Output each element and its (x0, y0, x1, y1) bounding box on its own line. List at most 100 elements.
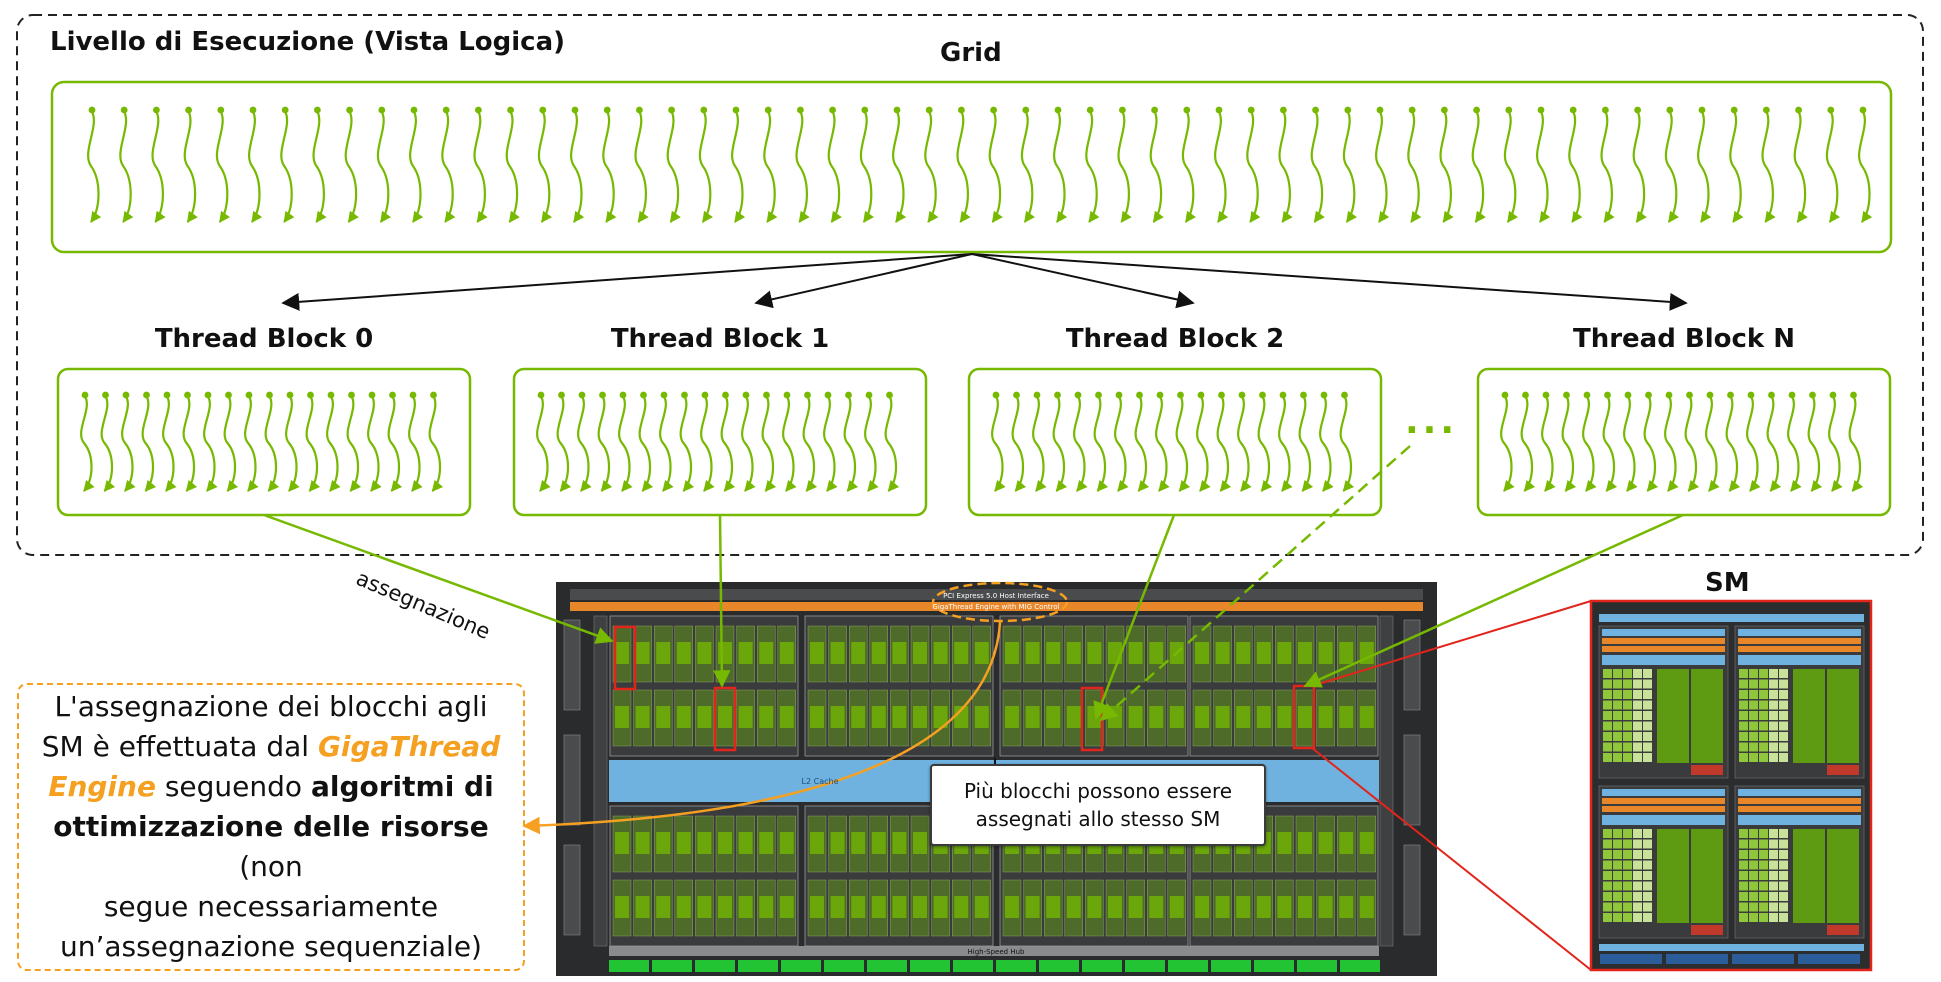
tensor-core (1827, 669, 1859, 763)
thread-arrow (367, 394, 382, 492)
thread-arrow (1761, 109, 1776, 223)
thread-arrow (1684, 394, 1700, 492)
thread-head (314, 106, 321, 114)
register-file-bar (1738, 655, 1861, 665)
sm-core-area (1277, 642, 1292, 664)
cuda-core (1623, 829, 1632, 838)
cuda-core (1623, 700, 1632, 710)
thread-arrow (1632, 109, 1647, 223)
cuda-core (1759, 742, 1768, 752)
thread-arrow (1073, 394, 1088, 492)
sm-core-area (1169, 706, 1184, 728)
sm-core-area (871, 706, 886, 728)
thread-arrow (843, 394, 859, 492)
thread-arrow (376, 109, 392, 223)
arrow-to-block-n (971, 253, 1688, 311)
nvlink-port (609, 960, 649, 972)
sm-core-area (656, 832, 671, 854)
cuda-core (1603, 753, 1612, 762)
gigathread-to-note-arrow (522, 621, 1002, 835)
sm-core-area (1339, 896, 1354, 918)
cuda-core (1643, 913, 1652, 922)
thread-head (430, 391, 437, 399)
sm-core-area (697, 832, 712, 854)
thread-head (348, 391, 355, 399)
sm-core-area (1256, 706, 1271, 728)
thread-arrow (659, 394, 674, 492)
thread-head (1686, 391, 1693, 399)
thread-head (1177, 391, 1184, 399)
sm-core-area (913, 642, 927, 664)
cuda-core (1643, 711, 1652, 720)
nvlink-port (1254, 960, 1294, 972)
cuda-core (1779, 711, 1788, 720)
sm-core-area (718, 832, 732, 854)
thread-arrow (1500, 394, 1515, 492)
cuda-core (1613, 669, 1622, 678)
sm-core-area (1277, 706, 1292, 728)
more-blocks-ellipsis: ··· (1405, 410, 1459, 451)
gigathread-note: L'assegnazione dei blocchi agli SM è eff… (17, 683, 525, 971)
thread-arrow (121, 394, 136, 492)
sm-core-area (1046, 706, 1061, 728)
cuda-core (1613, 679, 1622, 689)
sm-core-area (1025, 642, 1040, 664)
cuda-core (1643, 850, 1652, 859)
thread-head (1537, 106, 1545, 114)
thread-head (1795, 106, 1802, 114)
cuda-core (1779, 669, 1788, 678)
cuda-core (1603, 871, 1612, 880)
high-speed-hub (609, 946, 1379, 956)
nvlink-port (867, 960, 907, 972)
thread-head (992, 391, 1000, 399)
thread-head (1033, 391, 1041, 399)
thread-block-threads (80, 391, 1864, 492)
tex-unit (1798, 954, 1860, 964)
sm-core-area (1195, 642, 1209, 664)
thread-head (1156, 391, 1164, 399)
sm-core-area (1236, 642, 1251, 664)
cuda-core (1759, 690, 1768, 699)
cuda-core (1739, 679, 1748, 689)
cuda-core (1779, 732, 1788, 741)
sm-core-area (1359, 706, 1374, 728)
thread-arrow (1196, 394, 1211, 492)
thread-head (184, 391, 191, 399)
warp-scheduler-bar (1738, 798, 1861, 804)
sm-core-area (913, 706, 927, 728)
thread-arrow (505, 109, 520, 223)
tensor-core (1793, 669, 1825, 763)
sm-core-area (974, 896, 989, 918)
cuda-core (1769, 711, 1778, 720)
thread-arrow (285, 394, 300, 492)
warp-scheduler-bar (1602, 638, 1725, 644)
sfu-unit (1827, 925, 1859, 935)
sm-core-area (1359, 896, 1374, 918)
cuda-core (1643, 829, 1652, 838)
cuda-core (1623, 669, 1632, 678)
thread-head (660, 391, 668, 399)
cuda-core (1779, 850, 1788, 859)
dispatch-bar (1602, 806, 1725, 812)
nvlink-port (781, 960, 821, 972)
thread-head (1542, 391, 1550, 399)
sm-core-area (656, 706, 671, 728)
l0-cache-bar (1602, 789, 1725, 796)
thread-head (281, 106, 289, 114)
cuda-core (1643, 881, 1652, 891)
thread-head (845, 391, 852, 399)
thread-head (742, 391, 750, 399)
thread-head (1259, 391, 1266, 399)
thread-head (442, 106, 450, 114)
thread-arrow (795, 109, 810, 223)
cuda-core (1759, 721, 1768, 731)
thread-head (245, 391, 253, 399)
thread-head (1054, 106, 1062, 114)
sm-core-area (1298, 642, 1312, 664)
nvlink-port (1082, 960, 1122, 972)
sm-core-area (1215, 642, 1230, 664)
sm-core-area (1298, 706, 1312, 728)
sm-core-area (1318, 706, 1333, 728)
sm-core-area (892, 896, 907, 918)
sm-core-area (635, 832, 650, 854)
